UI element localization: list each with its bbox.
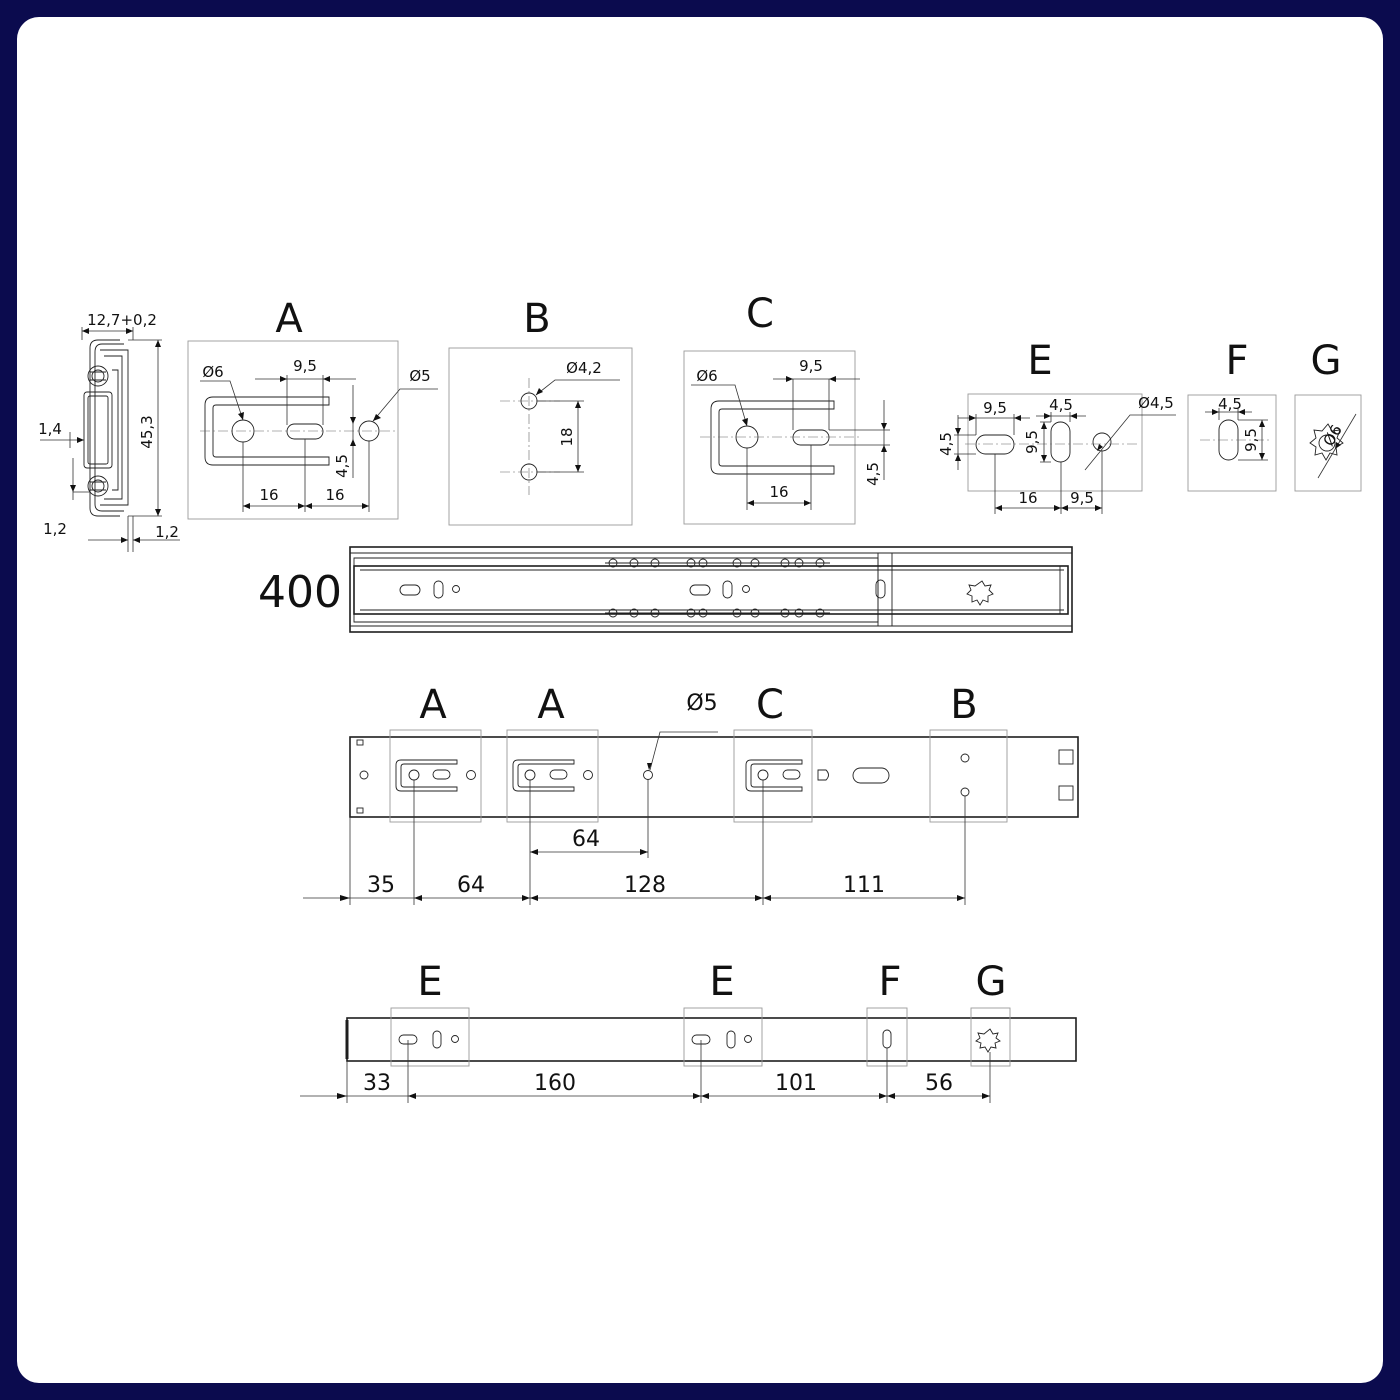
detail-g-d1: Ø6: [1320, 422, 1346, 449]
detail-c-d1: Ø6: [696, 367, 717, 385]
detail-f-d2: 9,5: [1242, 428, 1260, 452]
detail-f-letter: F: [1225, 338, 1248, 384]
detail-e-d5: 9,5: [1023, 430, 1041, 454]
detail-b: B Ø4,2 18: [448, 296, 633, 526]
detail-a-d5: 16: [259, 486, 278, 504]
cabinet-chain-2: 64: [457, 873, 485, 898]
detail-e-d6: 16: [1018, 489, 1037, 507]
detail-b-d1: Ø4,2: [566, 359, 602, 377]
detail-c-d2: 9,5: [799, 357, 823, 375]
detail-b-letter: B: [523, 296, 550, 342]
profile-right-offset-label: 1,2: [155, 523, 179, 541]
detail-g-letter: G: [1311, 338, 1342, 384]
cabinet-label-4: B: [950, 682, 977, 728]
detail-c: C Ø6 9,5 4,5 16: [683, 291, 890, 525]
detail-a-letter: A: [275, 296, 303, 342]
detail-e: E 9,5 4,5 Ø4,5 4,5 9,5 16 9,5: [937, 338, 1176, 514]
slide-length-label: 400: [258, 567, 342, 618]
ball-cage-bottom: [605, 608, 830, 618]
cabinet-hole-dim: Ø5: [686, 691, 717, 716]
cabinet-label-2: A: [537, 682, 565, 728]
cabinet-offset-dim: 64: [572, 827, 600, 852]
drawer-chain-4: 56: [925, 1071, 953, 1096]
detail-e-d7: 9,5: [1070, 489, 1094, 507]
profile-width-label: 12,7+0,2: [87, 311, 157, 329]
detail-a-d1: Ø6: [202, 363, 223, 381]
detail-e-d2: 4,5: [1049, 396, 1073, 414]
detail-a-d4: 4,5: [333, 454, 351, 478]
cabinet-chain-3: 128: [624, 873, 666, 898]
cabinet-label-1: A: [419, 682, 447, 728]
profile-left-offset-label: 1,2: [43, 520, 67, 538]
detail-e-d1: 9,5: [983, 399, 1007, 417]
ball-cage-top: [605, 558, 830, 568]
detail-c-letter: C: [746, 291, 774, 337]
cabinet-label-3: C: [756, 682, 784, 728]
detail-f-d1: 4,5: [1218, 395, 1242, 413]
drawer-chain-3: 101: [775, 1071, 817, 1096]
drawer-rail: E E F G 33 160 101 56: [300, 959, 1077, 1103]
profile-height-label: 45,3: [138, 415, 156, 448]
technical-drawing: 12,7+0,2 45,3 1,4 1,2 1,2 A Ø6 9,5: [38, 291, 1362, 1103]
detail-e-d3: Ø4,5: [1138, 394, 1174, 412]
detail-a-d2: 9,5: [293, 357, 317, 375]
detail-f: F 4,5 9,5: [1187, 338, 1277, 492]
drawer-label-1: E: [417, 959, 442, 1005]
profile-cross-section: 12,7+0,2 45,3 1,4 1,2 1,2: [38, 311, 180, 552]
detail-c-d3: 4,5: [864, 462, 882, 486]
detail-a-d6: 16: [325, 486, 344, 504]
detail-b-d2: 18: [558, 427, 576, 446]
cabinet-chain-1: 35: [367, 873, 395, 898]
drawing-sheet: 12,7+0,2 45,3 1,4 1,2 1,2 A Ø6 9,5: [17, 17, 1383, 1383]
detail-a: A Ø6 9,5 Ø5 4,5 16 16: [187, 296, 438, 520]
drawer-label-2: E: [709, 959, 734, 1005]
drawer-label-4: G: [976, 959, 1007, 1005]
drawer-chain-2: 160: [534, 1071, 576, 1096]
drawer-chain-1: 33: [363, 1071, 391, 1096]
cabinet-rail: A A C B Ø: [303, 682, 1079, 905]
detail-a-d3: Ø5: [409, 367, 430, 385]
detail-g: G Ø6: [1294, 338, 1362, 492]
profile-gap-label: 1,4: [38, 420, 62, 438]
detail-e-d4: 4,5: [937, 432, 955, 456]
cabinet-chain-4: 111: [843, 873, 885, 898]
slide-assembly: 400: [258, 546, 1073, 633]
detail-c-d4: 16: [769, 483, 788, 501]
detail-e-letter: E: [1027, 338, 1052, 384]
drawer-label-3: F: [878, 959, 901, 1005]
